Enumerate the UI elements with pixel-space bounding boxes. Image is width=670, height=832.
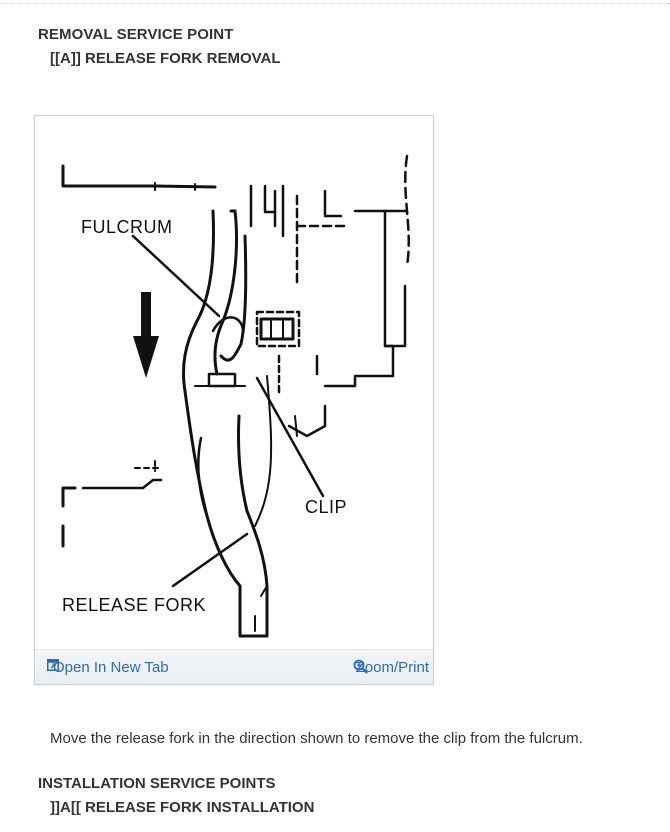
- open-in-new-tab-label: Open In New Tab: [53, 659, 169, 676]
- release-fork-diagram: [61, 154, 410, 638]
- installation-heading: INSTALLATION SERVICE POINTS: [38, 775, 276, 792]
- diagram-figure: FULCRUM CLIP RELEASE FORK Open In New Ta…: [34, 115, 434, 685]
- figure-toolbar: Open In New Tab Zoom/Print: [35, 649, 433, 684]
- top-divider: [0, 3, 670, 4]
- section-subheading: [[A]] RELEASE FORK REMOVAL: [50, 50, 281, 67]
- zoom-print-label: Zoom/Print: [355, 659, 429, 676]
- instruction-text: Move the release fork in the direction s…: [50, 730, 583, 747]
- label-clip: CLIP: [305, 497, 348, 517]
- installation-subheading: ]]A[[ RELEASE FORK INSTALLATION: [50, 799, 315, 816]
- zoom-print-link[interactable]: Zoom/Print: [353, 659, 429, 676]
- section-heading: REMOVAL SERVICE POINT: [38, 26, 234, 43]
- open-in-new-tab-link[interactable]: Open In New Tab: [47, 659, 169, 676]
- label-fulcrum: FULCRUM: [81, 217, 173, 237]
- label-release-fork: RELEASE FORK: [62, 595, 207, 615]
